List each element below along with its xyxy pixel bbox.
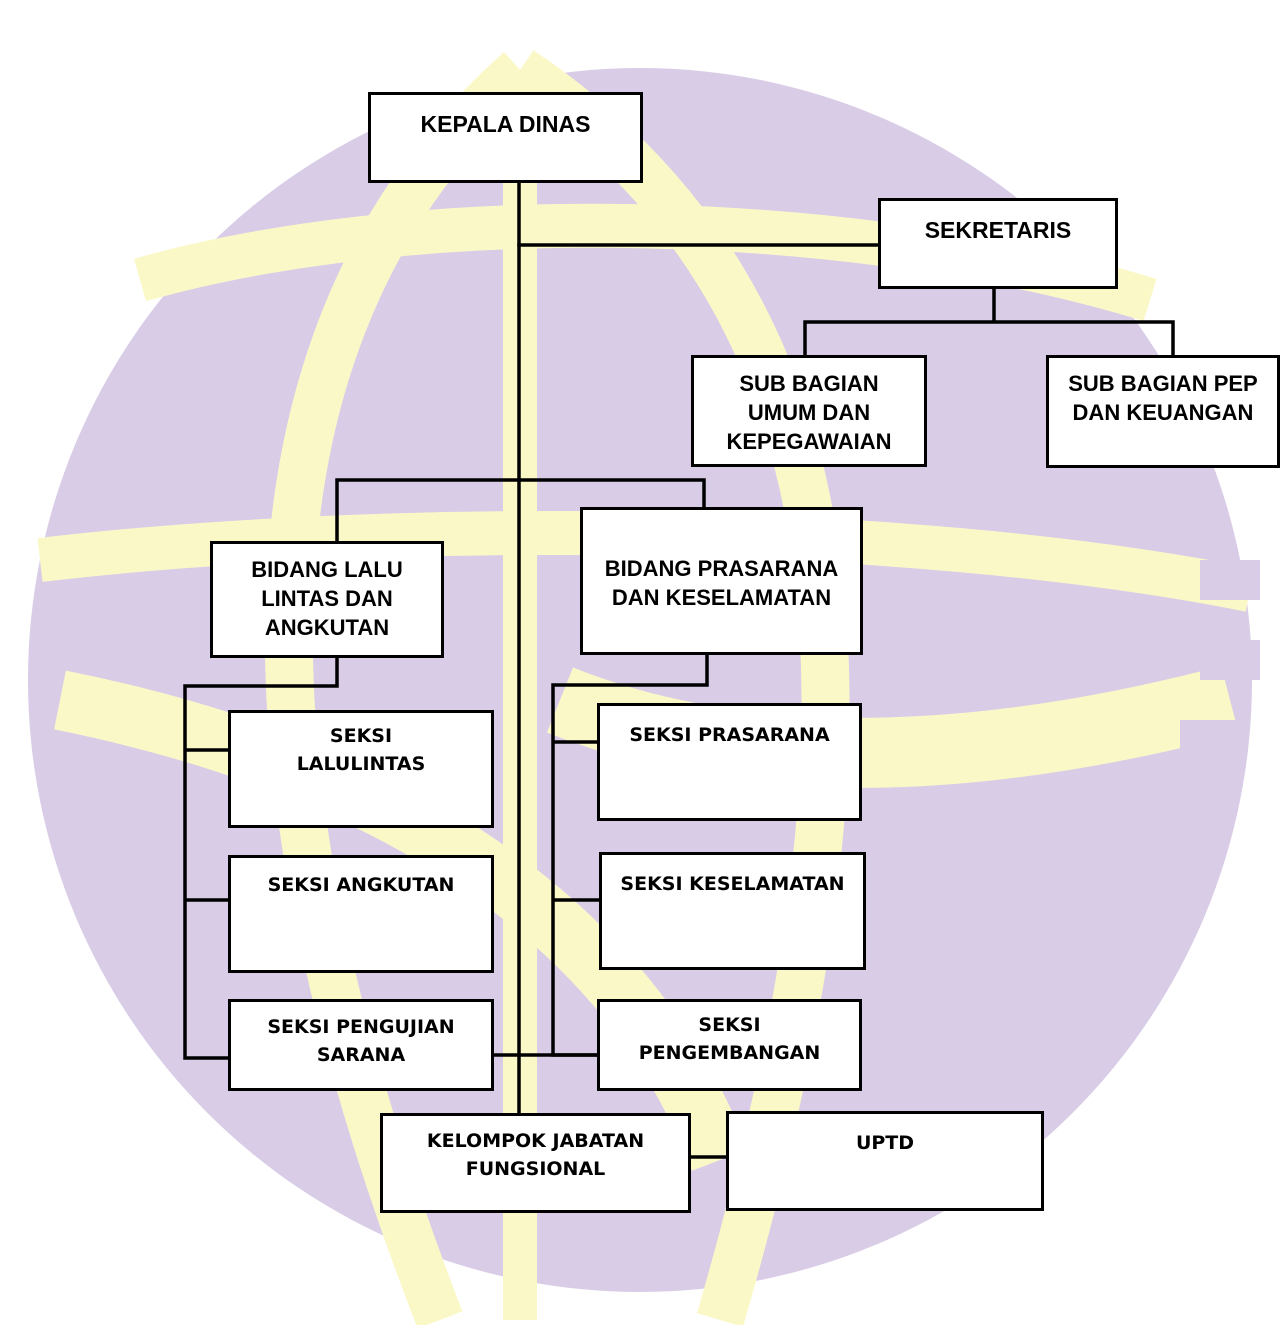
- box-bidang-prasarana: BIDANG PRASARANA DAN KESELAMATAN: [580, 507, 863, 655]
- box-sub-bagian-umum: SUB BAGIAN UMUM DAN KEPEGAWAIAN: [691, 355, 927, 467]
- bidang-prasarana-label: BIDANG PRASARANA DAN KESELAMATAN: [604, 556, 839, 611]
- box-seksi-pengujian: SEKSI PENGUJIAN SARANA: [228, 999, 494, 1091]
- connector-bidang: [335, 478, 706, 545]
- connector-sekretaris-subbagian: [803, 286, 1175, 359]
- seksi-lalulintas-label: SEKSI LALULINTAS: [296, 725, 426, 775]
- sub-bagian-umum-label: SUB BAGIAN UMUM DAN KEPEGAWAIAN: [726, 371, 892, 455]
- box-kepala-dinas: KEPALA DINAS: [368, 92, 643, 183]
- kelompok-jabatan-label: KELOMPOK JABATAN FUNGSIONAL: [426, 1130, 645, 1180]
- bidang-lalu-lintas-label: BIDANG LALU LINTAS DAN ANGKUTAN: [251, 557, 403, 641]
- sekretaris-label: SEKRETARIS: [924, 217, 1072, 243]
- seksi-pengujian-label: SEKSI PENGUJIAN SARANA: [267, 1016, 455, 1066]
- seksi-keselamatan-label: SEKSI KESELAMATAN: [620, 873, 845, 895]
- box-bidang-lalu-lintas: BIDANG LALU LINTAS DAN ANGKUTAN: [210, 541, 444, 658]
- seksi-prasarana-label: SEKSI PRASARANA: [629, 724, 830, 746]
- connector-bidang-lalu-lintas-seksi: [183, 654, 339, 1060]
- globe-gear-tooth: [1200, 640, 1260, 680]
- box-seksi-lalulintas: SEKSI LALULINTAS: [228, 710, 494, 828]
- box-seksi-prasarana: SEKSI PRASARANA: [597, 703, 862, 821]
- box-seksi-angkutan: SEKSI ANGKUTAN: [228, 855, 494, 973]
- sub-bagian-pep-label: SUB BAGIAN PEP DAN KEUANGAN: [1068, 371, 1258, 426]
- box-sekretaris: SEKRETARIS: [878, 198, 1118, 289]
- box-seksi-pengembangan: SEKSI PENGEMBANGAN: [597, 999, 862, 1091]
- seksi-angkutan-label: SEKSI ANGKUTAN: [267, 874, 455, 896]
- globe-gear-tooth: [1200, 560, 1260, 600]
- kepala-dinas-label: KEPALA DINAS: [420, 111, 591, 137]
- uptd-label: UPTD: [855, 1132, 915, 1154]
- connector-bidang-prasarana-seksi: [551, 652, 709, 1057]
- box-uptd: UPTD: [726, 1111, 1044, 1211]
- box-sub-bagian-pep: SUB BAGIAN PEP DAN KEUANGAN: [1046, 355, 1280, 468]
- box-kelompok-jabatan: KELOMPOK JABATAN FUNGSIONAL: [380, 1113, 691, 1213]
- globe-gear-tooth: [1180, 720, 1240, 760]
- seksi-pengembangan-label: SEKSI PENGEMBANGAN: [638, 1014, 821, 1064]
- box-seksi-keselamatan: SEKSI KESELAMATAN: [599, 852, 866, 970]
